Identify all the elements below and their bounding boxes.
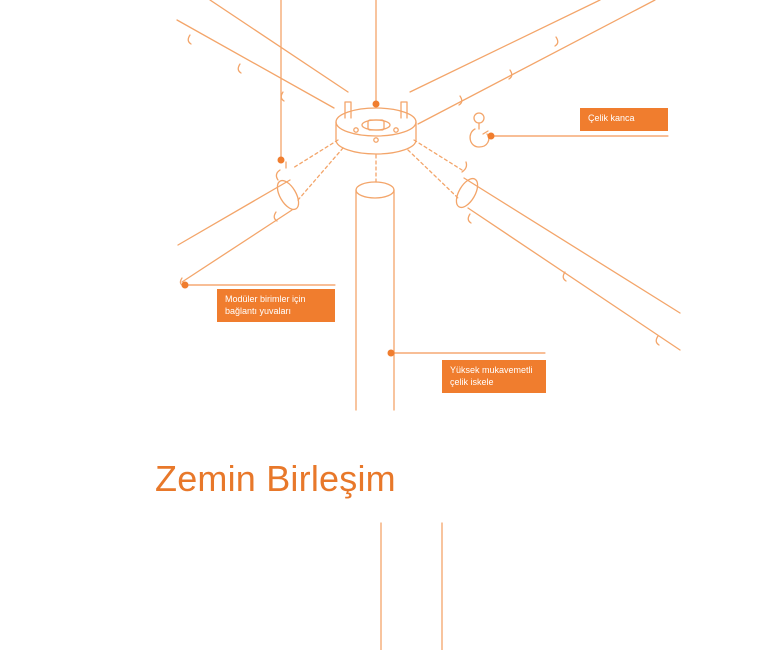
dashed-connectors (292, 139, 463, 201)
callout-dot-module-slots (181, 281, 189, 289)
left-tube (177, 161, 300, 287)
lower-pole (380, 522, 443, 650)
central-pole (355, 181, 395, 411)
module-slots-label-line2: bağlantı yuvaları (225, 306, 292, 316)
upper-right-tube (409, 0, 656, 125)
right-tube (455, 161, 681, 351)
callout-leaders (184, 135, 669, 354)
callout-dot-hub (372, 100, 380, 108)
module-slots-label-line1: Modüler birimler için (225, 294, 306, 304)
callout-dots (181, 100, 495, 357)
callout-dot-scaffold (387, 349, 395, 357)
scaffold-label-line2: çelik iskele (450, 377, 494, 387)
steel-hook-label-text: Çelik kanca (588, 113, 635, 123)
section-title: Zemin Birleşim (155, 458, 396, 499)
center-hub (335, 101, 417, 155)
steel-hook-icon (469, 112, 490, 148)
upper-left-tube (176, 0, 349, 109)
callout-dot-hook (487, 132, 495, 140)
scaffold-label-line1: Yüksek mukavemetli (450, 365, 533, 375)
steel-hook-label: Çelik kanca (580, 108, 668, 131)
scaffold-label: Yüksek mukavemetli çelik iskele (442, 360, 546, 393)
callout-dot-left-vertical (277, 156, 285, 164)
module-slots-label: Modüler birimler için bağlantı yuvaları (217, 289, 335, 322)
